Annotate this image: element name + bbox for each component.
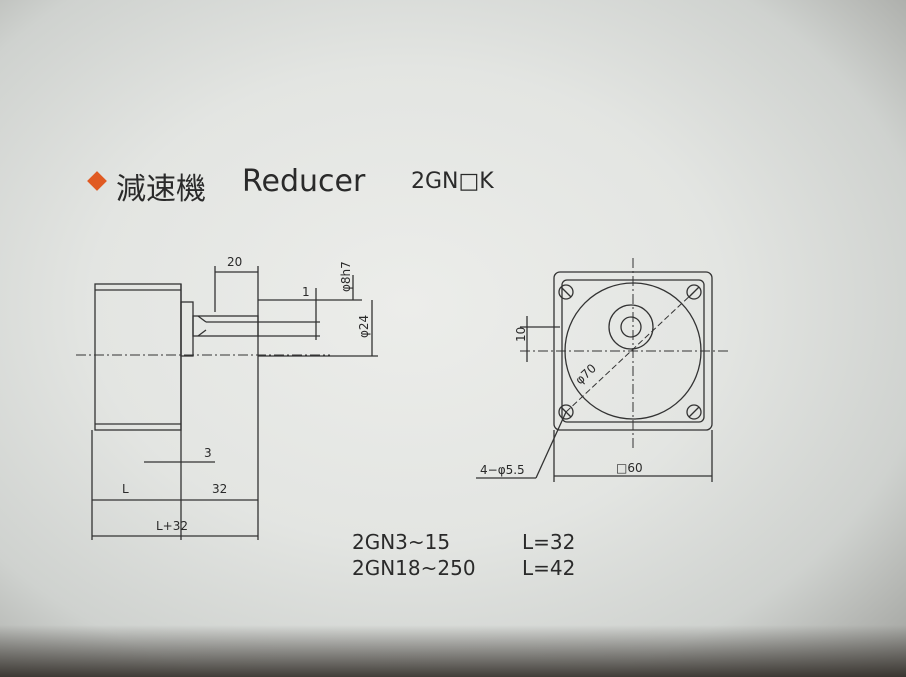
spec-row-2-length: L=42 [522, 556, 576, 580]
dim-square-label: □60 [616, 461, 643, 475]
dim-pcd-label: φ70 [572, 361, 599, 387]
spec-row-1-model: 2GN3~15 [352, 530, 451, 554]
title-english: Reducer [242, 164, 366, 199]
dim-shaft-dia-label: φ8h7 [339, 261, 353, 292]
side-view [76, 266, 378, 540]
dim-32-label: 32 [212, 482, 227, 496]
dim-holes-label: 4−φ5.5 [480, 463, 525, 477]
gearbox-body [94, 283, 182, 431]
dim-1-label: 1 [302, 285, 310, 299]
dim-pilot-dia-label: φ24 [357, 315, 371, 338]
bottom-shadow [0, 625, 906, 677]
spec-row-2-model: 2GN18~250 [352, 556, 476, 580]
pilot-flange [180, 301, 194, 357]
title-chinese: 減速機 [116, 172, 206, 207]
model-code: 2GN□K [411, 169, 494, 194]
dim-20-label: 20 [227, 255, 242, 269]
dim-3-label: 3 [204, 446, 212, 460]
dim-L-label: L [122, 482, 129, 496]
spec-row-1-length: L=32 [522, 530, 576, 554]
dim-total-length-label: L+32 [156, 519, 188, 533]
front-view [476, 258, 730, 482]
dim-10-label: 10 [514, 327, 528, 342]
